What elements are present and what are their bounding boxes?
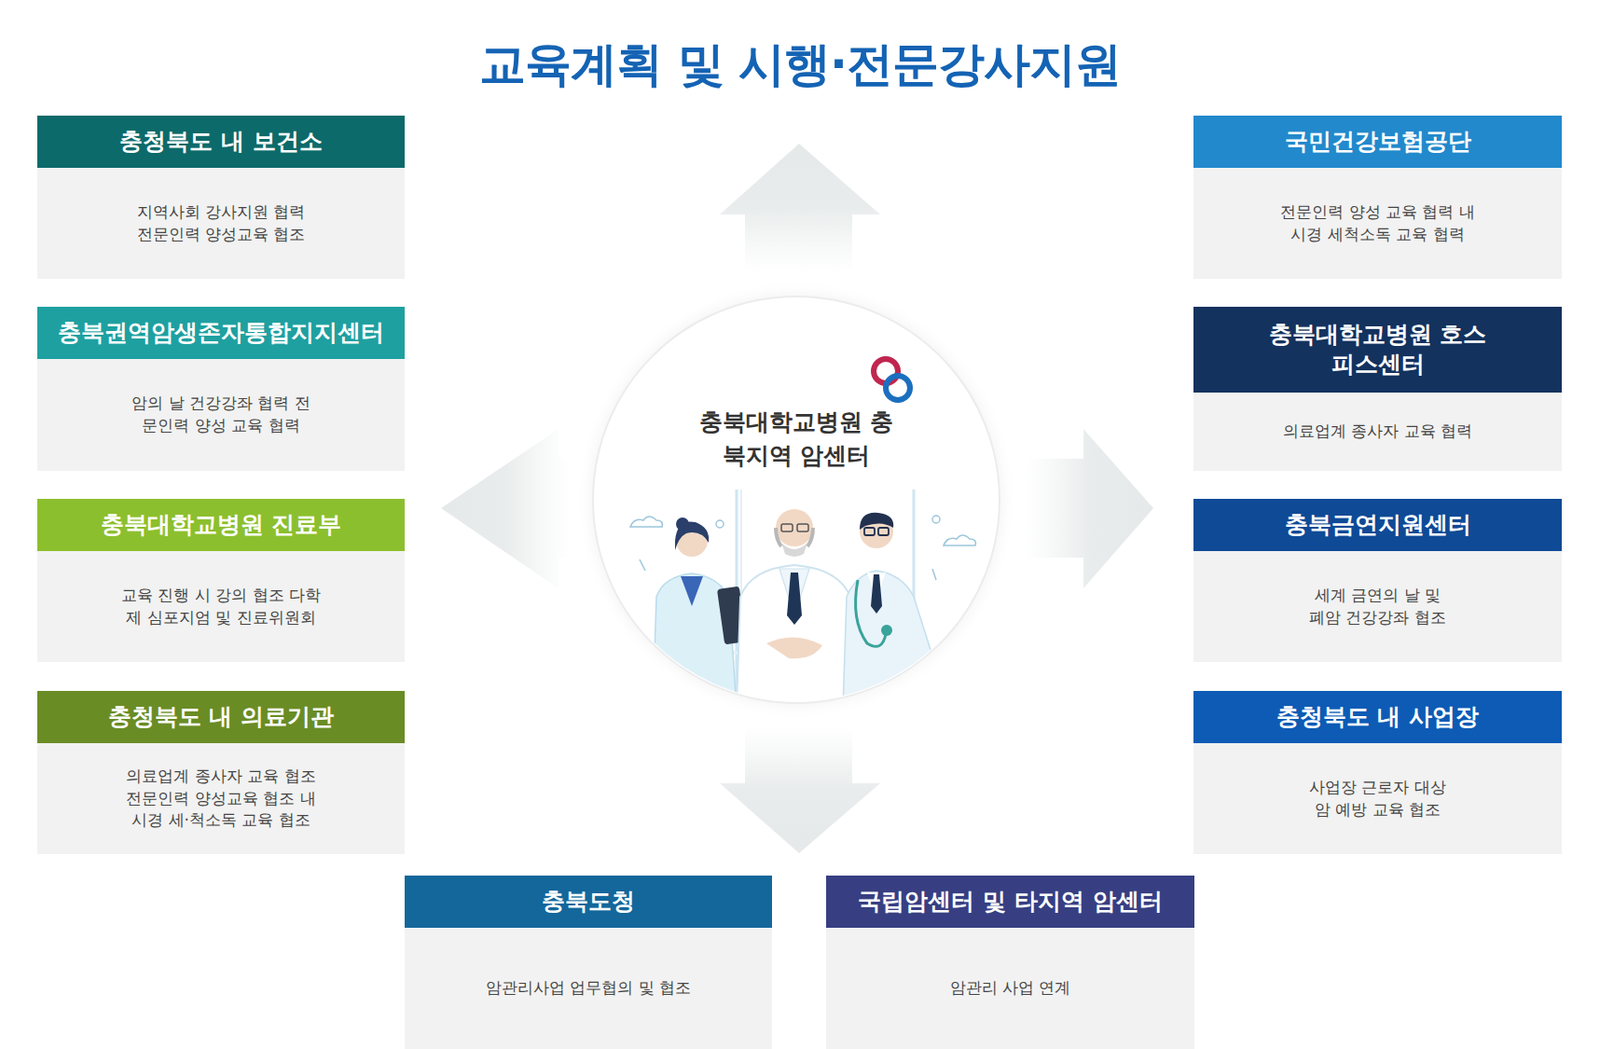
partner-role: 암관리사업 업무협의 및 협조 <box>485 977 691 1000</box>
center-circle <box>592 295 1001 704</box>
partner-role: 지역사회 강사지원 협력 전문인력 양성교육 협조 <box>127 201 315 247</box>
partner-name: 국립암센터 및 타지역 암센터 <box>857 886 1162 918</box>
partner-name: 충북도청 <box>541 886 635 918</box>
partner-body: 세계 금연의 날 및 폐암 건강강좌 협조 <box>1193 551 1562 663</box>
partner-header: 충청북도 내 의료기관 <box>37 690 405 744</box>
partner-role: 의료업계 종사자 교육 협조 전문인력 양성교육 협조 내시경 세·척소독 교육… <box>125 765 318 832</box>
partner-role: 암관리 사업 연계 <box>950 977 1072 1000</box>
partner-header: 충청북도 내 보건소 <box>37 115 405 168</box>
partner-header: 충청북도 내 사업장 <box>1193 690 1562 744</box>
partner-body: 사업장 근로자 대상 암 예방 교육 협조 <box>1193 743 1562 855</box>
partner-body: 암의 날 건강강좌 협력 전문인력 양성 교육 협력 <box>37 358 405 471</box>
partner-header: 충북금연지원센터 <box>1193 498 1562 552</box>
partner-body: 암관리사업 업무협의 및 협조 <box>404 927 773 1049</box>
partner-name: 충청북도 내 사업장 <box>1276 702 1479 733</box>
partner-body: 전문인력 양성 교육 협력 내시경 세척소독 교육 협력 <box>1193 167 1562 279</box>
partner-role: 전문인력 양성 교육 협력 내시경 세척소독 교육 협력 <box>1280 201 1476 247</box>
partner-box: 충북권역암생존자통합지지센터암의 날 건강강좌 협력 전문인력 양성 교육 협력 <box>37 306 405 471</box>
partner-name: 국민건강보험공단 <box>1284 126 1472 158</box>
partner-box: 충청북도 내 의료기관의료업계 종사자 교육 협조 전문인력 양성교육 협조 내… <box>37 690 405 855</box>
partner-name: 충북대학교병원 진료부 <box>100 510 343 541</box>
partner-box: 충북금연지원센터세계 금연의 날 및 폐암 건강강좌 협조 <box>1193 498 1562 663</box>
partner-header: 국민건강보험공단 <box>1193 115 1562 168</box>
diagram-title: 교육계획 및 시행·전문강사지원 <box>0 33 1600 97</box>
partner-box: 국립암센터 및 타지역 암센터암관리 사업 연계 <box>826 875 1195 1049</box>
partner-header: 충북도청 <box>404 875 773 928</box>
partner-header: 국립암센터 및 타지역 암센터 <box>826 875 1195 928</box>
partner-header: 충북권역암생존자통합지지센터 <box>37 306 405 359</box>
partner-box: 충북도청암관리사업 업무협의 및 협조 <box>404 875 773 1049</box>
center-title: 충북대학교병원 충북지역 암센터 <box>696 405 897 474</box>
partner-body: 교육 진행 시 강의 협조 다학제 심포지엄 및 진료위원회 <box>37 551 405 663</box>
partner-box: 충청북도 내 사업장사업장 근로자 대상 암 예방 교육 협조 <box>1193 690 1562 855</box>
partner-name: 충청북도 내 보건소 <box>119 126 322 158</box>
partner-body: 의료업계 종사자 교육 협조 전문인력 양성교육 협조 내시경 세·척소독 교육… <box>37 743 405 855</box>
partner-box: 충북대학교병원 진료부교육 진행 시 강의 협조 다학제 심포지엄 및 진료위원… <box>37 498 405 663</box>
partner-role: 암의 날 건강강좌 협력 전문인력 양성 교육 협력 <box>127 392 315 438</box>
partner-role: 세계 금연의 날 및 폐암 건강강좌 협조 <box>1308 584 1449 630</box>
partner-body: 지역사회 강사지원 협력 전문인력 양성교육 협조 <box>37 167 405 279</box>
partner-name: 충북권역암생존자통합지지센터 <box>57 317 385 349</box>
partner-role: 의료업계 종사자 교육 협력 <box>1282 420 1473 443</box>
partner-box: 충북대학교병원 호스피스센터의료업계 종사자 교육 협력 <box>1193 306 1562 471</box>
partner-body: 의료업계 종사자 교육 협력 <box>1193 392 1562 471</box>
partner-header: 충북대학교병원 진료부 <box>37 498 405 552</box>
partner-role: 사업장 근로자 대상 암 예방 교육 협조 <box>1303 776 1453 822</box>
center-title-wrap: 충북대학교병원 충북지역 암센터 <box>592 405 1001 474</box>
partner-box: 충청북도 내 보건소지역사회 강사지원 협력 전문인력 양성교육 협조 <box>37 115 405 279</box>
partner-name: 충북대학교병원 호스피스센터 <box>1266 319 1490 381</box>
partner-name: 충북금연지원센터 <box>1284 510 1472 541</box>
partner-body: 암관리 사업 연계 <box>826 927 1195 1049</box>
partner-header: 충북대학교병원 호스피스센터 <box>1193 306 1562 393</box>
partner-name: 충청북도 내 의료기관 <box>108 702 334 733</box>
partner-box: 국민건강보험공단전문인력 양성 교육 협력 내시경 세척소독 교육 협력 <box>1193 115 1562 279</box>
partner-role: 교육 진행 시 강의 협조 다학제 심포지엄 및 진료위원회 <box>119 584 323 630</box>
